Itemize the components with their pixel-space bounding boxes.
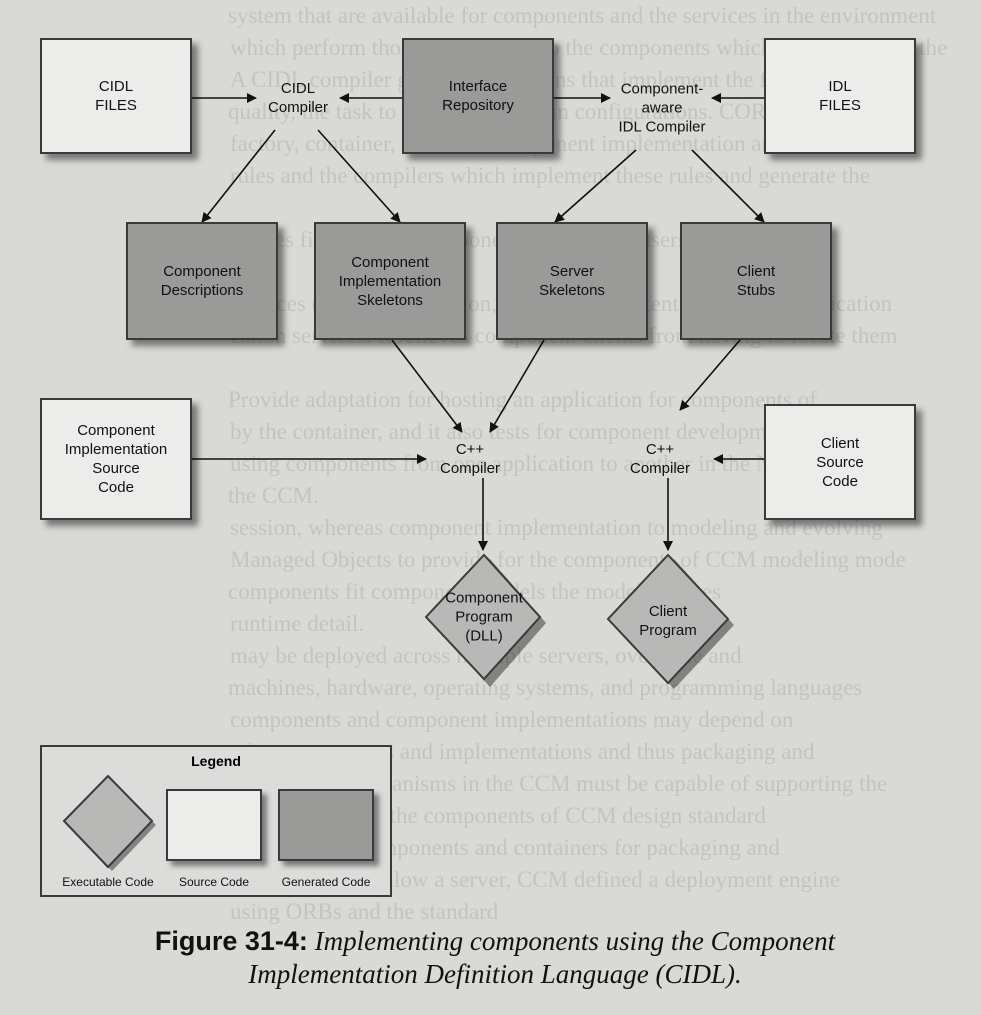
caption-line2: Implementation Definition Language (CIDL…	[248, 959, 742, 989]
arrow-stubs-to-cppright	[679, 339, 741, 411]
arrow-cidl-to-skeletons	[317, 129, 401, 223]
bleed-line: by the container, and it also tests for …	[230, 419, 804, 444]
legend-source-box	[166, 789, 262, 861]
client-source-code-label: Client Source Code	[816, 434, 864, 490]
bleed-line: runtime detail.	[230, 611, 365, 636]
legend-title: Legend	[191, 753, 241, 769]
bleed-line: machines, hardware, operating systems, a…	[228, 675, 863, 700]
bleed-line: system that are available for components…	[228, 3, 937, 28]
component-program-diamond: Component Program (DLL)	[412, 553, 552, 693]
cpp-compiler-left-label: C++ Compiler	[439, 441, 501, 477]
idl-files-label: IDL FILES	[819, 78, 861, 114]
cidl-compiler-label: CIDL Compiler	[267, 80, 329, 116]
legend-executable-diamond	[62, 775, 156, 871]
component-implementation-source-code-label: Component Implementation Source Code	[64, 422, 168, 496]
client-stubs-label: Client Stubs	[736, 263, 776, 299]
legend-generated-label: Generated Code	[281, 875, 371, 889]
caption-label: Figure 31-4:	[154, 926, 308, 956]
client-program-diamond: Client Program	[596, 553, 746, 693]
client-stubs-box: Client Stubs	[680, 222, 832, 340]
bleed-line: using components from one application to…	[230, 451, 867, 476]
legend-source-label: Source Code	[178, 875, 250, 889]
bleed-line: rules and the compilers which implement …	[230, 163, 870, 188]
legend-executable-label: Executable Code	[62, 875, 154, 889]
figure-caption: Figure 31-4: Implementing components usi…	[70, 925, 920, 991]
cidl-files-box: CIDL FILES	[40, 38, 192, 154]
component-implementation-source-code-box: Component Implementation Source Code	[40, 398, 192, 520]
interface-repository-box: Interface Repository	[402, 38, 554, 154]
legend: Legend Executable Code Source Code Gener…	[40, 745, 392, 897]
legend-generated-box	[278, 789, 374, 861]
bleed-line: Managed Objects to provide for the compo…	[230, 547, 906, 572]
client-program-label: Client Program	[639, 603, 697, 639]
idl-files-box: IDL FILES	[764, 38, 916, 154]
interface-repository-label: Interface Repository	[442, 78, 514, 114]
bleed-line: components and component implementations…	[230, 707, 794, 732]
component-program-label: Component Program (DLL)	[445, 589, 523, 645]
bleed-line: the CCM.	[228, 483, 319, 508]
caption-line1: Implementing components using the Compon…	[314, 926, 836, 956]
client-source-code-box: Client Source Code	[764, 404, 916, 520]
bleed-line: using ORBs and the standard	[230, 899, 499, 924]
server-skeletons-label: Server Skeletons	[539, 263, 605, 299]
component-aware-idl-compiler-label: Component- aware IDL Compiler	[618, 80, 706, 136]
arrow-server-to-cppleft	[489, 339, 545, 433]
component-implementation-skeletons-label: Component Implementation Skeletons	[338, 253, 442, 309]
component-descriptions-box: Component Descriptions	[126, 222, 278, 340]
component-program-diamond-shape	[424, 553, 546, 687]
arrow-skeletons-to-cppleft	[391, 339, 463, 433]
client-program-diamond-shape	[606, 553, 734, 689]
cpp-compiler-right-label: C++ Compiler	[629, 441, 691, 477]
arrow-cidl-to-descriptions	[201, 129, 276, 223]
arrow-idl-to-server	[554, 149, 637, 223]
cidl-files-label: CIDL FILES	[95, 78, 137, 114]
component-implementation-skeletons-box: Component Implementation Skeletons	[314, 222, 466, 340]
component-descriptions-label: Component Descriptions	[160, 263, 244, 299]
arrow-idl-to-client	[691, 149, 765, 223]
server-skeletons-box: Server Skeletons	[496, 222, 648, 340]
bleed-line: Provide adaptation for hosting an applic…	[228, 387, 817, 412]
